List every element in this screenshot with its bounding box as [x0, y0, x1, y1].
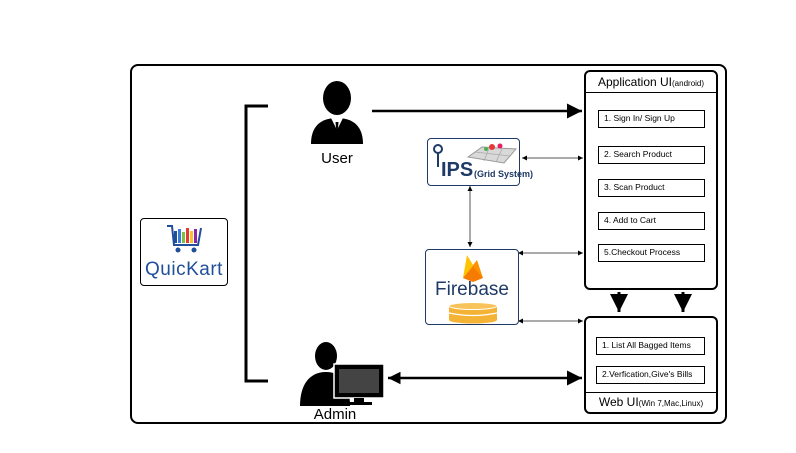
quickart-logo-text: QuicKart: [145, 259, 223, 280]
firebase-flame-icon: [463, 255, 483, 282]
app-step-1: 1. Sign In/ Sign Up: [598, 110, 705, 128]
web-step-2: 2.Verfication,Give's Bills: [596, 366, 705, 384]
ips-logo-box: IPS (Grid System): [427, 138, 533, 186]
ips-title: IPS: [441, 159, 474, 181]
database-icon: [448, 302, 498, 324]
bracket-line: [244, 104, 268, 383]
location-pin-icon: [433, 144, 443, 167]
grid-map-icon: [466, 143, 518, 164]
web-step-1: 1. List All Bagged Items: [596, 337, 705, 355]
app-step-5: 5.Checkout Process: [598, 244, 705, 262]
application-ui-title: Application UI(android): [586, 75, 716, 93]
user-icon: [311, 81, 363, 144]
app-step-4: 4. Add to Cart: [598, 212, 705, 230]
cart-icon: [167, 225, 202, 253]
admin-icon: [300, 342, 385, 406]
admin-label: Admin: [313, 406, 357, 423]
web-ui-panel: Web UI(Win 7,Mac,Linux): [584, 316, 718, 414]
system-frame: [130, 64, 727, 424]
quickart-logo-box: QuicKart: [140, 218, 228, 286]
firebase-logo-box: Firebase: [425, 249, 519, 325]
app-step-2: 2. Search Product: [598, 146, 705, 164]
web-ui-title: Web UI(Win 7,Mac,Linux): [586, 392, 716, 409]
ips-subtitle: (Grid System): [474, 169, 534, 179]
user-label: User: [321, 150, 353, 167]
firebase-label: Firebase: [435, 279, 509, 300]
app-step-3: 3. Scan Product: [598, 179, 705, 197]
